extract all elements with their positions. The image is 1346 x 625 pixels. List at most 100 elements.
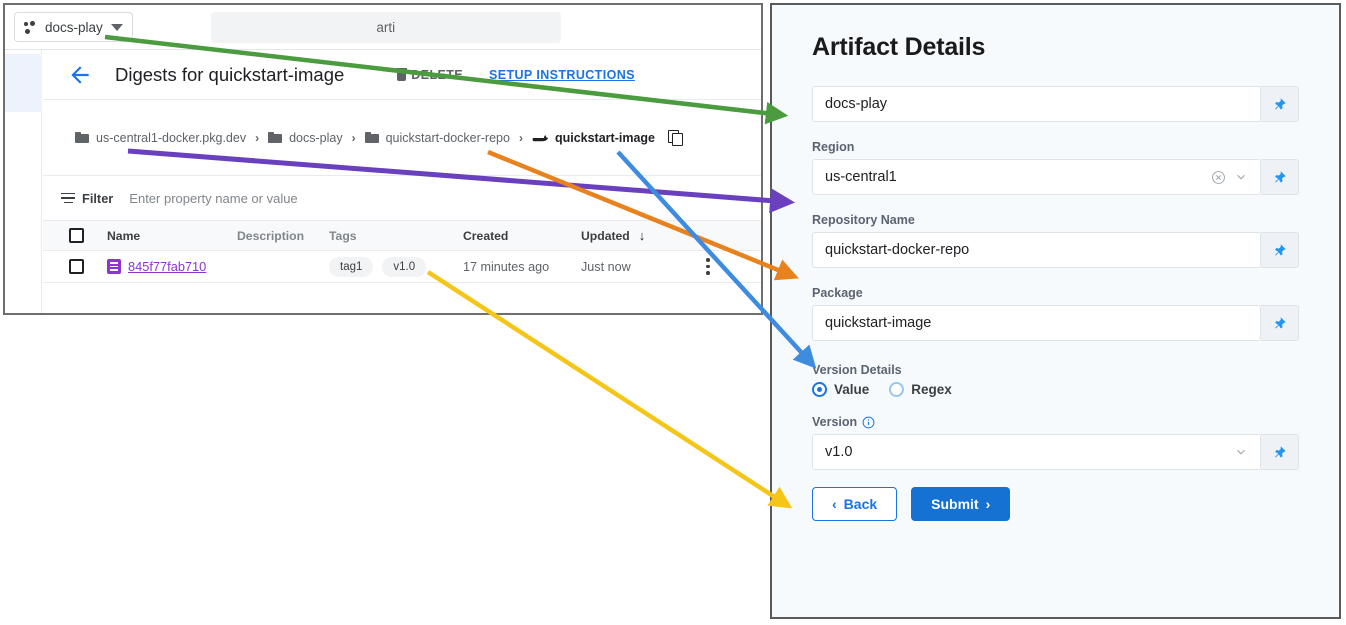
digest-icon	[107, 259, 121, 274]
version-input[interactable]: v1.0	[812, 434, 1261, 470]
submit-button-label: Submit	[931, 496, 979, 512]
digest-link[interactable]: 845f77fab710	[107, 259, 206, 274]
version-label-row: Version	[812, 415, 1299, 429]
repository-input[interactable]: quickstart-docker-repo	[812, 232, 1261, 268]
row-checkbox[interactable]	[68, 259, 84, 274]
search-value: arti	[376, 19, 396, 35]
folder-icon	[75, 132, 89, 143]
left-nav-active-item[interactable]	[5, 54, 42, 112]
version-label: Version	[812, 415, 858, 429]
column-header-name[interactable]: Name	[107, 228, 141, 243]
form-actions: ‹ Back Submit ›	[812, 487, 1299, 521]
region-input[interactable]: us-central1	[812, 159, 1261, 195]
repository-label: Repository Name	[812, 213, 915, 227]
region-value: us-central1	[825, 169, 897, 185]
version-details-label: Version Details	[812, 363, 902, 377]
pin-icon	[1275, 170, 1286, 182]
pin-icon	[1275, 243, 1286, 255]
project-dots-icon	[24, 20, 37, 34]
row-checkbox-cell	[63, 251, 89, 282]
project-field-block: docs-play	[812, 86, 1299, 122]
filter-bar: Filter Enter property name or value	[43, 176, 761, 221]
info-icon[interactable]	[862, 416, 875, 429]
pin-icon	[1275, 97, 1286, 109]
table-row[interactable]: 845f77fab710 tag1 v1.0 17 minutes ago Ju…	[43, 251, 761, 283]
breadcrumb-label: quickstart-image	[554, 130, 655, 145]
radio-regex[interactable]: Regex	[889, 382, 952, 397]
breadcrumb-item-project[interactable]: docs-play	[268, 131, 343, 145]
repository-value: quickstart-docker-repo	[825, 242, 970, 258]
repository-field-block: Repository Name quickstart-docker-repo	[812, 213, 1299, 268]
radio-value-label: Value	[834, 382, 870, 397]
project-value: docs-play	[825, 96, 888, 112]
version-details-radio-group: Value Regex	[812, 382, 1299, 397]
page-title: Digests for quickstart-image	[115, 63, 345, 85]
version-details-block: Version Details Value Regex	[812, 363, 1299, 397]
region-field-block: Region us-central1	[812, 140, 1299, 195]
setup-instructions-link[interactable]: SETUP INSTRUCTIONS	[489, 67, 635, 82]
header-actions: DELETE SETUP INSTRUCTIONS	[396, 68, 635, 82]
delete-button[interactable]: DELETE	[396, 68, 463, 82]
chevron-down-icon	[110, 23, 123, 31]
pin-icon	[1275, 316, 1286, 328]
pin-project-button[interactable]	[1261, 86, 1299, 122]
chevron-down-icon[interactable]	[1234, 170, 1248, 184]
cloud-console-window: docs-play arti Digests for quickstart-im…	[3, 3, 763, 315]
select-all-checkbox-cell	[63, 221, 89, 250]
project-input[interactable]: docs-play	[812, 86, 1261, 122]
digest-name: 845f77fab710	[128, 259, 207, 274]
radio-value[interactable]: Value	[812, 382, 869, 397]
breadcrumb-label: us-central1-docker.pkg.dev	[96, 130, 247, 145]
delete-button-label: DELETE	[411, 67, 463, 82]
trash-icon	[396, 68, 408, 81]
pin-region-button[interactable]	[1261, 159, 1299, 195]
pin-package-button[interactable]	[1261, 305, 1299, 341]
page-header: Digests for quickstart-image DELETE SETU…	[43, 50, 761, 100]
package-value: quickstart-image	[825, 315, 932, 331]
package-input[interactable]: quickstart-image	[812, 305, 1261, 341]
console-top-bar: docs-play arti	[5, 5, 761, 50]
table-header-row: Name Description Tags Created Updated ↓	[43, 221, 761, 251]
breadcrumb: us-central1-docker.pkg.dev › docs-play ›…	[43, 100, 761, 176]
back-arrow-icon[interactable]	[67, 62, 93, 88]
chevron-down-icon[interactable]	[1234, 445, 1248, 459]
breadcrumb-separator: ›	[518, 130, 523, 145]
column-header-tags[interactable]: Tags	[329, 228, 357, 243]
back-button[interactable]: ‹ Back	[812, 487, 898, 521]
tag-chip[interactable]: v1.0	[382, 256, 427, 277]
clear-icon[interactable]	[1211, 170, 1226, 185]
filter-input[interactable]: Enter property name or value	[129, 190, 298, 206]
folder-icon	[364, 132, 379, 143]
folder-icon	[268, 132, 283, 143]
submit-chevron-icon: ›	[985, 496, 991, 512]
filter-icon	[61, 192, 75, 204]
pin-repository-button[interactable]	[1261, 232, 1299, 268]
column-header-description[interactable]: Description	[237, 228, 305, 243]
breadcrumb-item-package[interactable]: quickstart-image	[532, 131, 655, 145]
search-input[interactable]: arti	[210, 11, 561, 43]
sort-descending-icon[interactable]: ↓	[638, 228, 646, 243]
column-header-updated[interactable]: Updated	[581, 228, 630, 243]
select-all-checkbox[interactable]	[68, 228, 84, 243]
copy-icon[interactable]	[667, 130, 683, 146]
back-chevron-icon: ‹	[832, 496, 837, 512]
breadcrumb-label: docs-play	[289, 130, 343, 145]
breadcrumb-label: quickstart-docker-repo	[385, 130, 510, 145]
tag-chip[interactable]: tag1	[329, 256, 374, 277]
breadcrumb-separator: ›	[255, 130, 260, 145]
back-button-label: Back	[843, 496, 878, 512]
pin-version-button[interactable]	[1261, 434, 1299, 470]
version-field-block: Version v1.0	[812, 415, 1299, 470]
row-updated: Just now	[581, 259, 631, 274]
radio-regex-label: Regex	[911, 382, 952, 397]
project-selector[interactable]: docs-play	[14, 12, 133, 42]
breadcrumb-item-registry[interactable]: us-central1-docker.pkg.dev	[75, 131, 246, 145]
row-overflow-menu-icon[interactable]	[706, 258, 710, 275]
docker-icon	[532, 134, 548, 141]
submit-button[interactable]: Submit ›	[911, 487, 1011, 521]
breadcrumb-item-repository[interactable]: quickstart-docker-repo	[364, 130, 510, 145]
column-header-created[interactable]: Created	[463, 228, 509, 243]
pin-icon	[1275, 445, 1286, 457]
package-label: Package	[812, 286, 863, 300]
